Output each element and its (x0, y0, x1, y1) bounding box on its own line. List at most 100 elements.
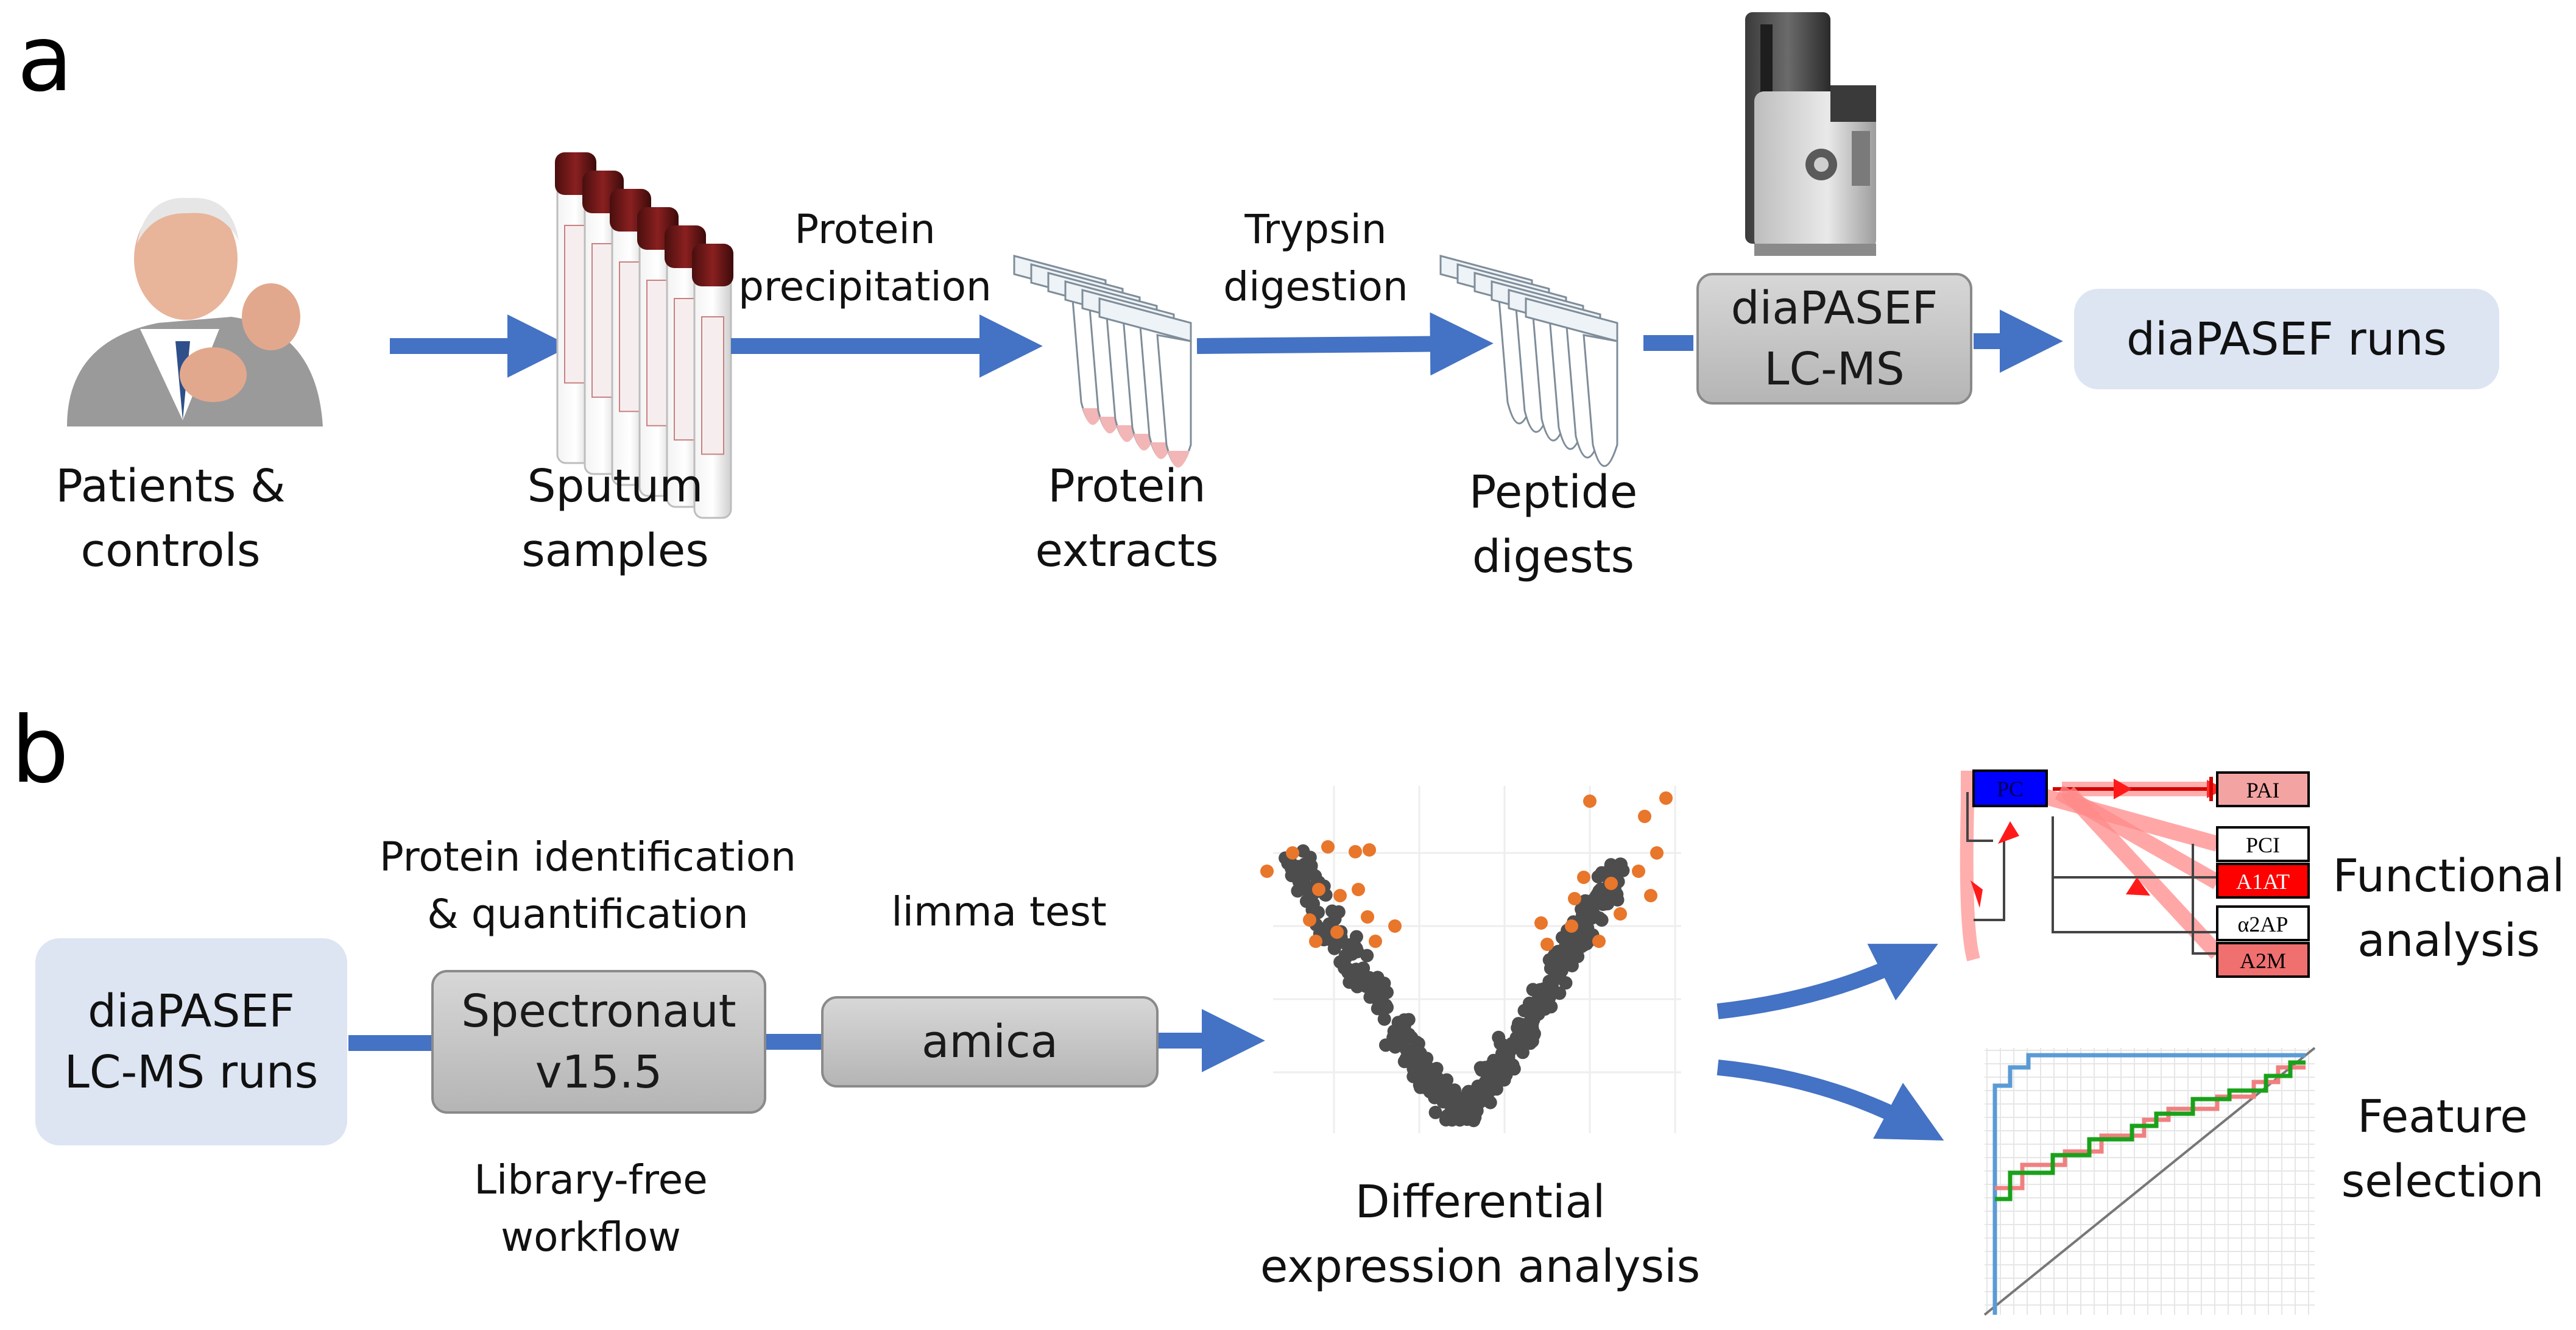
volcano-point-significant (1363, 843, 1376, 857)
digestion-label: Trypsin digestion (1223, 206, 1408, 310)
extracts-label: Protein extracts (1035, 460, 1219, 577)
volcano-plot-thumbnail (1260, 786, 1681, 1133)
volcano-point (1565, 959, 1579, 972)
volcano-point (1547, 948, 1561, 962)
volcano-point-significant (1534, 916, 1548, 930)
pathway-node-a2m (2216, 942, 2310, 978)
volcano-point (1526, 983, 1540, 997)
volcano-point-significant (1303, 913, 1316, 927)
volcano-point-significant (1659, 791, 1673, 805)
volcano-point (1592, 884, 1606, 898)
volcano-point-significant (1361, 910, 1374, 924)
pathway-node-label: α2AP (2238, 912, 2288, 936)
volcano-point (1377, 1012, 1391, 1026)
pathway-node-label: A2M (2240, 949, 2286, 973)
volcano-point (1596, 897, 1610, 911)
volcano-point (1350, 980, 1364, 994)
panel-label-b: b (11, 698, 69, 804)
volcano-point-significant (1349, 845, 1362, 858)
volcano-point (1570, 943, 1584, 957)
volcano-point-significant (1565, 919, 1578, 933)
volcano-point-significant (1568, 892, 1581, 905)
microtube-strip-icon (1013, 255, 1192, 468)
volcano-point-significant (1333, 889, 1347, 902)
arrow-to-feature (1717, 1059, 1944, 1141)
volcano-point (1542, 978, 1556, 992)
volcano-point (1338, 961, 1352, 975)
volcano-point-significant (1388, 919, 1402, 933)
patients-label: Patients & controls (55, 460, 286, 577)
volcano-point (1285, 861, 1299, 875)
volcano-point-significant (1583, 794, 1597, 808)
sputum-label: Sputum samples (521, 460, 709, 577)
volcano-point (1387, 1024, 1401, 1038)
volcano-point (1423, 1084, 1437, 1098)
blood-tube-rack-icon (555, 152, 733, 519)
volcano-point-significant (1577, 871, 1590, 884)
volcano-point (1469, 1105, 1483, 1119)
limma-label: limma test (891, 888, 1107, 935)
volcano-point-significant (1614, 907, 1627, 921)
volcano-point (1516, 1045, 1530, 1059)
volcano-point-significant (1540, 938, 1554, 951)
volcano-point (1578, 908, 1592, 921)
volcano-point (1525, 1016, 1539, 1030)
diapasef-runs-box: diaPASEF runs (2074, 289, 2499, 389)
volcano-point (1471, 1079, 1485, 1093)
volcano-point-significant (1650, 846, 1664, 860)
volcano-point (1380, 1000, 1394, 1014)
volcano-point (1510, 1035, 1524, 1049)
precipitation-label: Protein precipitation (738, 206, 992, 310)
volcano-point (1553, 968, 1567, 982)
volcano-point (1345, 938, 1359, 952)
volcano-point-significant (1330, 925, 1344, 939)
pathway-node-a1at (2216, 863, 2310, 899)
volcano-point (1412, 1046, 1426, 1060)
volcano-point (1345, 947, 1359, 961)
volcano-point (1596, 868, 1610, 882)
volcano-point (1496, 1067, 1510, 1081)
pathway-node-label: PAI (2246, 778, 2280, 802)
volcano-point-significant (1604, 877, 1618, 890)
arrow-digestion (1196, 312, 1494, 376)
identification-label: Protein identification & quantification (379, 833, 796, 938)
volcano-point (1465, 1091, 1479, 1105)
volcano-point (1544, 1000, 1558, 1014)
diapasef-lcms-runs-box: diaPASEF LC-MS runs (35, 938, 347, 1145)
volcano-point (1614, 857, 1628, 871)
elderly-patient-image (67, 197, 323, 426)
volcano-point (1406, 1069, 1420, 1083)
arrow-to-functional (1717, 944, 1938, 1019)
volcano-point-significant (1321, 840, 1335, 854)
pathway-node-label: A1AT (2236, 869, 2290, 894)
volcano-point-significant (1260, 865, 1274, 878)
lcms-box: diaPASEF LC-MS (1696, 273, 1972, 405)
volcano-point (1441, 1109, 1455, 1123)
pathway-node-pc (1972, 769, 2048, 807)
volcano-point-significant (1632, 865, 1645, 878)
volcano-point (1407, 1059, 1421, 1073)
volcano-point-significant (1309, 935, 1322, 948)
digests-label: Peptide digests (1469, 466, 1638, 583)
volcano-point-significant (1352, 883, 1365, 896)
volcano-point-significant (1312, 883, 1325, 896)
pathway-node-label: PC (1997, 777, 2024, 801)
volcano-point (1506, 1058, 1520, 1072)
volcano-point (1483, 1095, 1497, 1109)
volcano-point (1355, 966, 1369, 980)
volcano-point (1610, 887, 1624, 901)
volcano-point (1360, 949, 1374, 963)
volcano-point (1377, 977, 1391, 990)
volcano-point (1364, 977, 1378, 991)
volcano-point (1305, 903, 1319, 917)
volcano-point-significant (1369, 935, 1382, 948)
volcano-point (1303, 851, 1317, 865)
volcano-point-significant (1592, 935, 1606, 948)
volcano-point (1486, 1082, 1500, 1096)
spectronaut-box: Spectronaut v15.5 (431, 970, 766, 1114)
volcano-point (1397, 1019, 1411, 1033)
pathway-node-label: PCI (2246, 833, 2280, 857)
pathway-network-thumbnail: PC PAI PCI A1AT α2AP A2M (1960, 769, 2310, 978)
functional-analysis-label: Functional analysis (2332, 850, 2565, 967)
